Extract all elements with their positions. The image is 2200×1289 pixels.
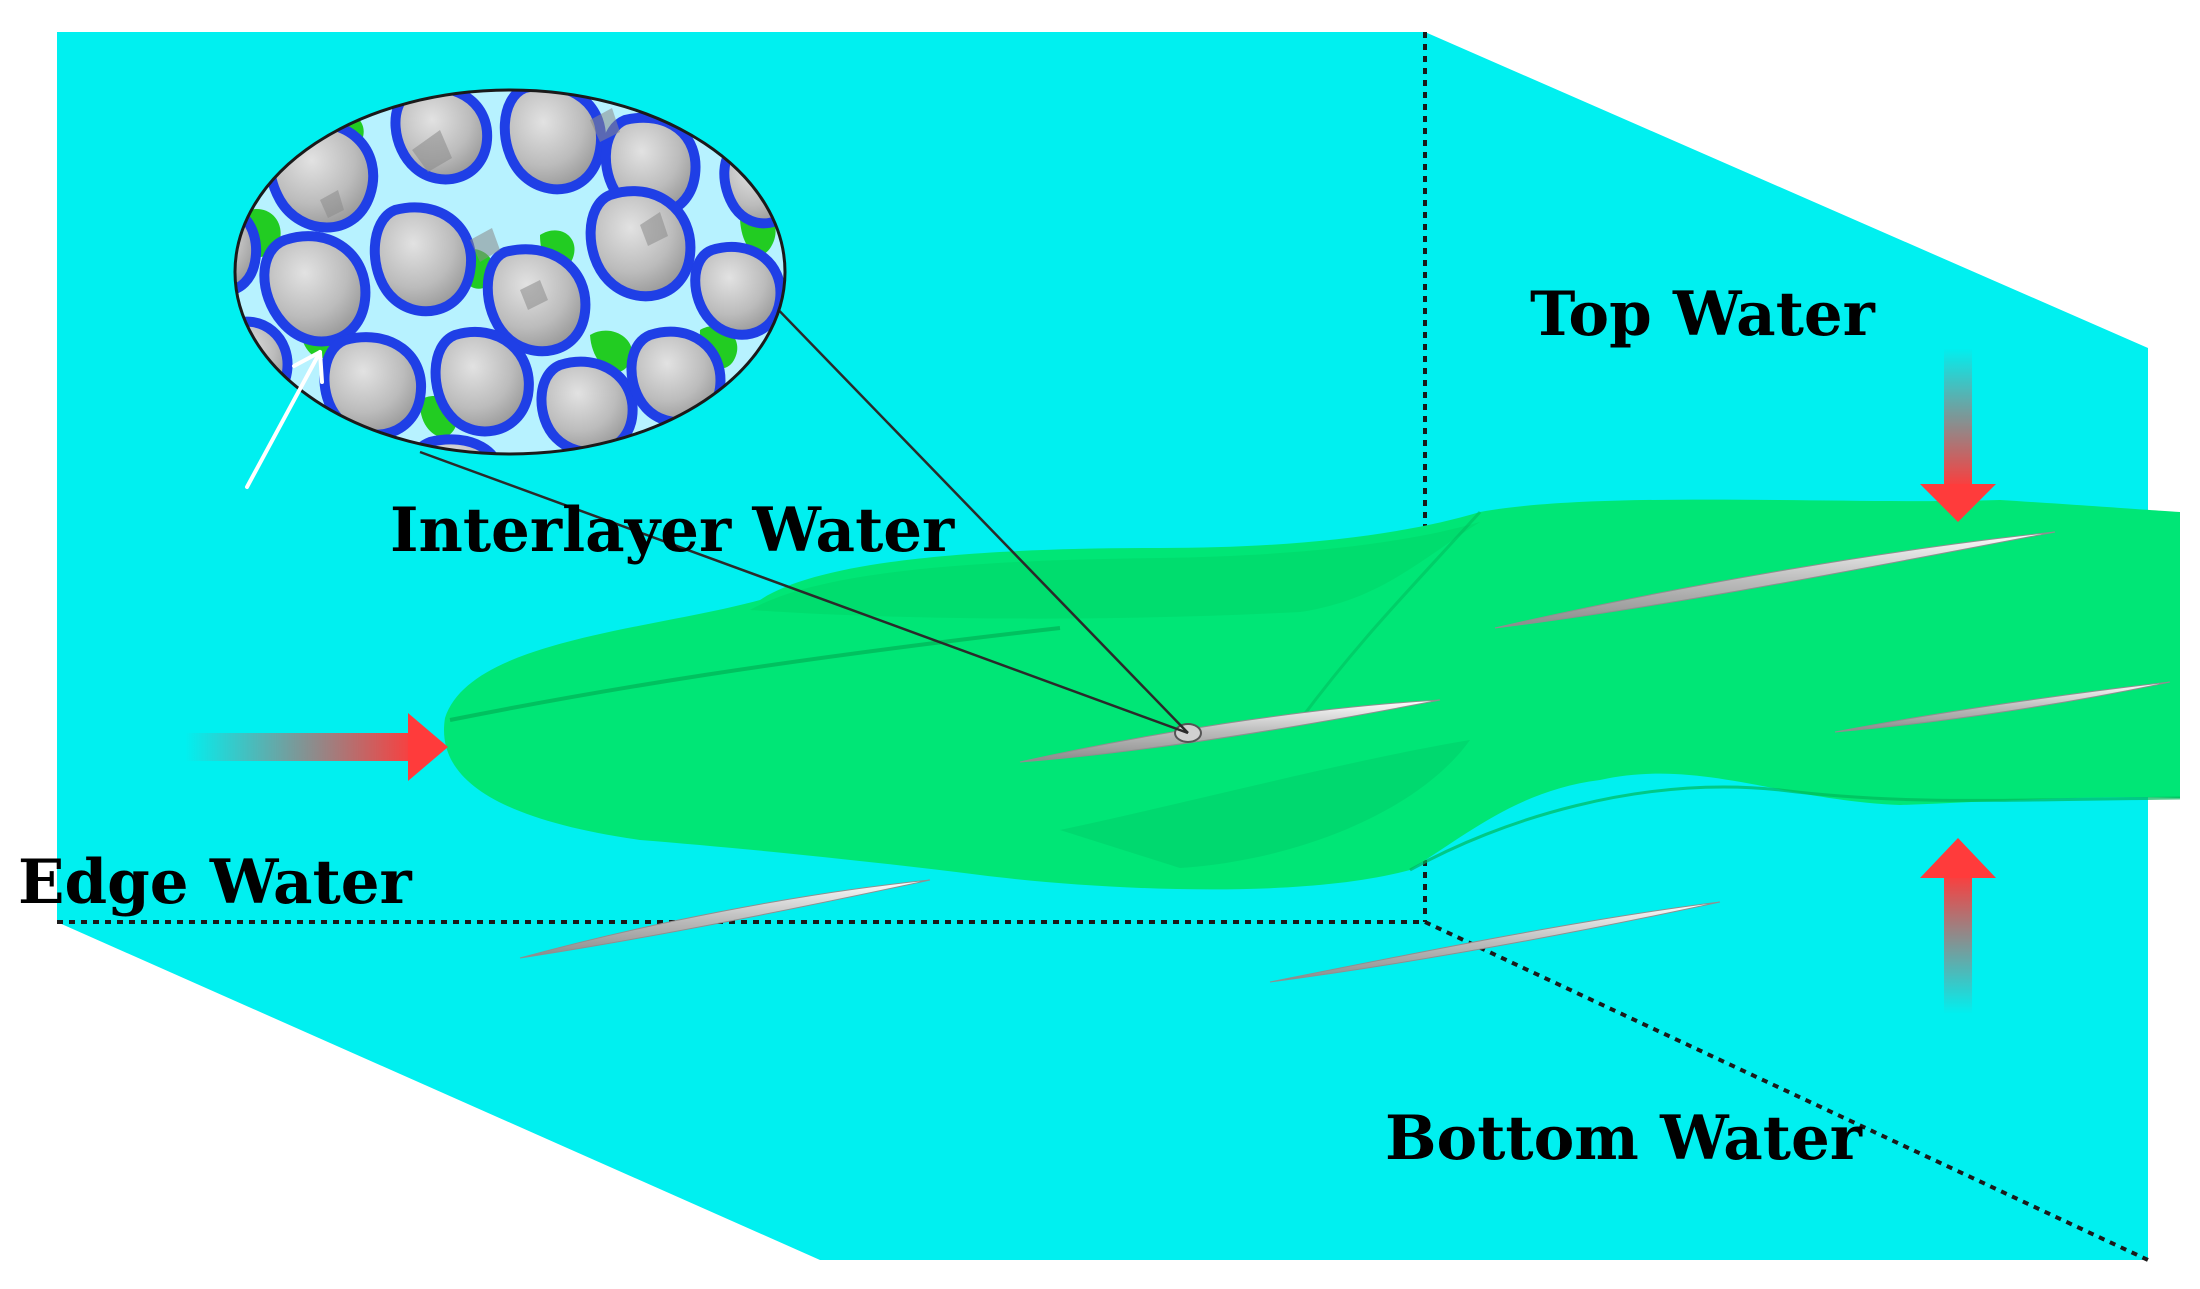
edge-water-label: Edge Water xyxy=(18,847,412,918)
interlayer-1 xyxy=(1019,699,1441,763)
top-water-label: Top Water xyxy=(1530,279,1875,350)
bottom-water-arrow-icon xyxy=(1920,838,1996,1014)
magnifier-line-lower xyxy=(419,450,1189,735)
hidden-edge-diagonal xyxy=(1424,920,2149,1262)
grain xyxy=(319,332,427,440)
pointer-arrow-icon xyxy=(245,350,324,489)
grain xyxy=(259,231,371,347)
grain xyxy=(585,186,696,302)
bottom-face xyxy=(57,922,2148,1260)
bottom-water-label: Bottom Water xyxy=(1385,1103,1862,1174)
grain xyxy=(499,90,607,195)
grain-texture xyxy=(320,108,668,310)
oil-zone-shade-upper xyxy=(750,522,1480,619)
grain xyxy=(430,326,534,437)
interlayer-water-label: Interlayer Water xyxy=(390,495,955,566)
hidden-edges xyxy=(57,32,2149,1262)
grain xyxy=(369,202,477,317)
oil-zone-shade-lower xyxy=(1060,740,1470,868)
interlayer-5 xyxy=(1269,901,1721,983)
top-water-arrow-icon xyxy=(1920,348,1996,522)
grain xyxy=(690,241,785,340)
interlayer-2 xyxy=(1494,531,2056,629)
edge-water-arrow-icon xyxy=(185,713,448,781)
oil-zone-contour-2 xyxy=(1409,785,2181,872)
interlayer-4 xyxy=(519,879,931,959)
interlayers xyxy=(519,531,2171,983)
magnifier-rim xyxy=(233,88,787,456)
oil-zone xyxy=(444,499,2181,890)
interlayer-3 xyxy=(1834,681,2171,733)
oil-zone-contour-3 xyxy=(1298,510,1482,721)
oil-zone-contour-1 xyxy=(449,626,1061,722)
